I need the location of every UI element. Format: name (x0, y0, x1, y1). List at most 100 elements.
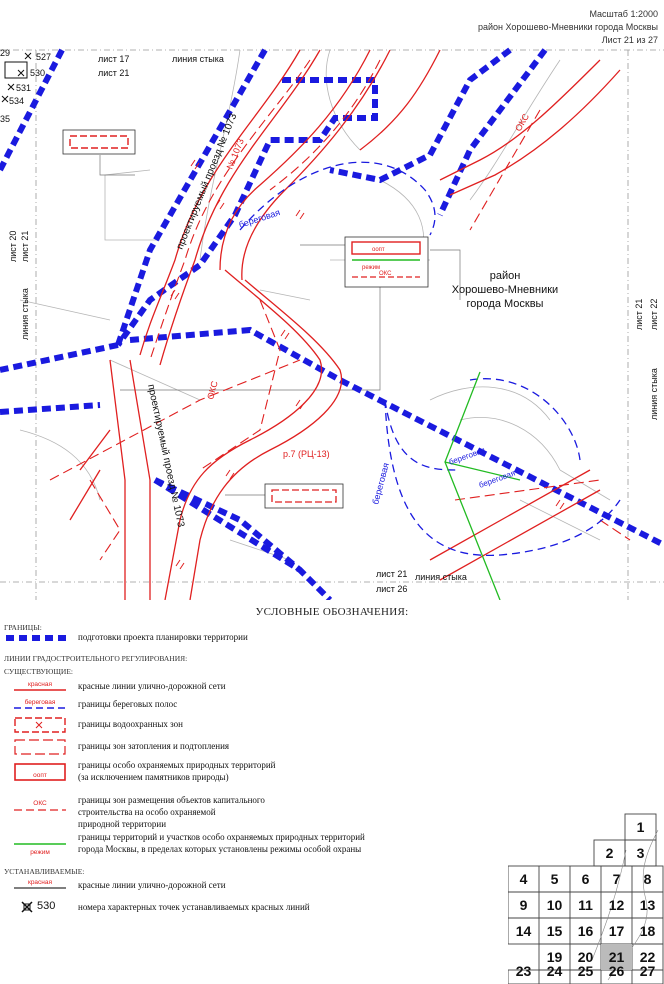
regime-line (444, 371, 521, 600)
index-cell-21-current: 21 (601, 944, 632, 970)
sheet-left-b-label: лист 21 (20, 231, 30, 262)
index-cell-23: 23 (515, 963, 532, 979)
sheet-current-top-label: лист 21 (98, 68, 129, 78)
road-label-bottom: проектируемый проезд № 1073 (145, 383, 186, 528)
index-cell-3: 3 (636, 845, 645, 861)
legend-red2-symbol: красная (14, 879, 66, 889)
legend-oopt-text-1: границы особо охраняемых природных терри… (78, 760, 276, 770)
legend-flood-text: границы зон затопления и подтопления (78, 741, 230, 751)
label-534: 534 (9, 96, 24, 106)
sheet-bottom-a-label: лист 21 (376, 569, 407, 579)
map-header: Масштаб 1:2000 район Хорошево-Мневники г… (478, 8, 658, 47)
hatch-marks (170, 159, 565, 570)
index-cell-27: 27 (639, 963, 656, 979)
inset-regime-label: режим (362, 265, 380, 271)
legend-established-heading: УСТАНАВЛИВАЕМЫЕ: (4, 867, 85, 876)
sheet-top-label: лист 17 (98, 54, 129, 64)
legend-regime-text-1: границы территорий и участков особо охра… (78, 832, 365, 842)
legend-oks-text-1: границы зон размещения объектов капиталь… (78, 795, 265, 805)
legend-shore-sym-label: береговая (25, 698, 56, 706)
label-530: 530 (30, 68, 45, 78)
label-527: 527 (36, 52, 51, 62)
junction-bottom-label: линия стыка (415, 572, 467, 582)
index-cell-17: 17 (608, 923, 625, 939)
map-canvas: 527 530 531 534 29 35 лист 17 лист 21 ли… (0, 47, 664, 600)
index-cell-12: 12 (608, 897, 625, 913)
index-cell-22: 22 (639, 949, 656, 965)
inset-oks-label: ОКС (379, 271, 392, 277)
point-markers (1, 52, 32, 103)
oopt-inset-box (344, 236, 429, 288)
legend-oopt-text-2: (за исключением памятников природы) (78, 772, 229, 782)
legend-points-text: номера характерных точек устанавливаемых… (78, 902, 310, 912)
sheet-frame (0, 49, 664, 600)
legend-flood-symbol (14, 739, 66, 755)
district-label-3: города Москвы (467, 298, 544, 310)
legend-oopt-sym-label: оопт (33, 772, 47, 779)
legend-shore-symbol: береговая (14, 698, 66, 709)
junction-right-label: линия стыка (649, 368, 659, 420)
legend: УСЛОВНЫЕ ОБОЗНАЧЕНИЯ: ГРАНИЦЫ: подготовк… (0, 600, 664, 984)
planning-boundary (0, 47, 664, 600)
shore-label-4: береговая (370, 462, 391, 506)
junction-left-label: линия стыка (20, 288, 30, 340)
sheet-number: Лист 21 из 27 (601, 35, 658, 45)
shore-lines (239, 161, 621, 557)
index-cell-14: 14 (515, 923, 532, 939)
shore-label-2: береговая (448, 445, 487, 466)
legend-boundaries-heading: ГРАНИЦЫ: (4, 623, 42, 632)
index-cell-18: 18 (639, 923, 656, 939)
red-dashed-lines (49, 59, 631, 561)
district-label: район Хорошево-Мневники города Москвы (477, 22, 658, 32)
junction-top-label: линия стыка (172, 54, 224, 64)
legend-red-sym-label: красная (28, 681, 53, 688)
index-cell-19: 19 (546, 949, 563, 965)
legend-point-icon (21, 901, 33, 913)
legend-regime-text-2: города Москвы, в пределах которых устано… (78, 844, 362, 854)
legend-point-number: 530 (37, 900, 56, 912)
legend-oopt-symbol: оопт (14, 763, 66, 781)
index-cell-1: 1 (636, 819, 645, 835)
sheet-left-a-label: лист 20 (8, 231, 18, 262)
legend-planning-text: подготовки проекта планировки территории (78, 632, 248, 642)
index-cell-26: 26 (608, 963, 625, 979)
inset-oopt-label: оопт (372, 247, 385, 253)
legend-oks-sym-label: ОКС (33, 800, 47, 807)
map-area: 527 530 531 534 29 35 лист 17 лист 21 ли… (0, 47, 664, 600)
oks-inset-box (62, 129, 136, 155)
index-cell-4: 4 (519, 871, 528, 887)
index-cell-5: 5 (550, 871, 559, 887)
callout-leaders (99, 155, 461, 496)
legend-oks-text-3: природной территории (78, 819, 167, 829)
scale-label: Масштаб 1:2000 (589, 9, 658, 19)
index-cell-2: 2 (605, 845, 614, 861)
legend-red-text: красные линии улично-дорожной сети (78, 681, 226, 691)
district-label-1: район (490, 270, 521, 282)
label-35: 35 (0, 114, 10, 124)
oks-label-2: ОКС (205, 379, 220, 400)
index-cell-24: 24 (546, 963, 563, 979)
district-label-2: Хорошево-Мневники (452, 284, 558, 296)
index-cell-20: 20 (577, 949, 594, 965)
legend-regulation-heading: ЛИНИИ ГРАДОСТРОИТЕЛЬНОГО РЕГУЛИРОВАНИЯ: (4, 654, 188, 663)
legend-shore-text: границы береговых полос (78, 699, 178, 709)
index-cell-8: 8 (643, 871, 652, 887)
index-cell-25: 25 (577, 963, 594, 979)
index-cell-11: 11 (578, 897, 593, 913)
index-cell-7: 7 (612, 871, 621, 887)
legend-existing-heading: СУЩЕСТВУЮЩИЕ: (4, 667, 74, 676)
index-cell-15: 15 (546, 923, 563, 939)
sheet-bottom-b-label: лист 26 (376, 584, 407, 594)
index-cell-16: 16 (577, 923, 594, 939)
index-cell-9: 9 (519, 897, 528, 913)
river-label: р.7 (РЦ-13) (283, 449, 330, 459)
legend-water-text: границы водоохранных зон (78, 719, 183, 729)
legend-red2-sym-label: красная (28, 879, 53, 886)
legend-water-symbol (14, 717, 66, 733)
legend-regime-sym-label: режим (30, 849, 50, 856)
legend-title: УСЛОВНЫЕ ОБОЗНАЧЕНИЯ: (255, 606, 409, 618)
label-29: 29 (0, 48, 10, 58)
legend-red-symbol: красная (14, 681, 66, 691)
index-cell-6: 6 (581, 871, 590, 887)
index-cell-13: 13 (639, 897, 656, 913)
